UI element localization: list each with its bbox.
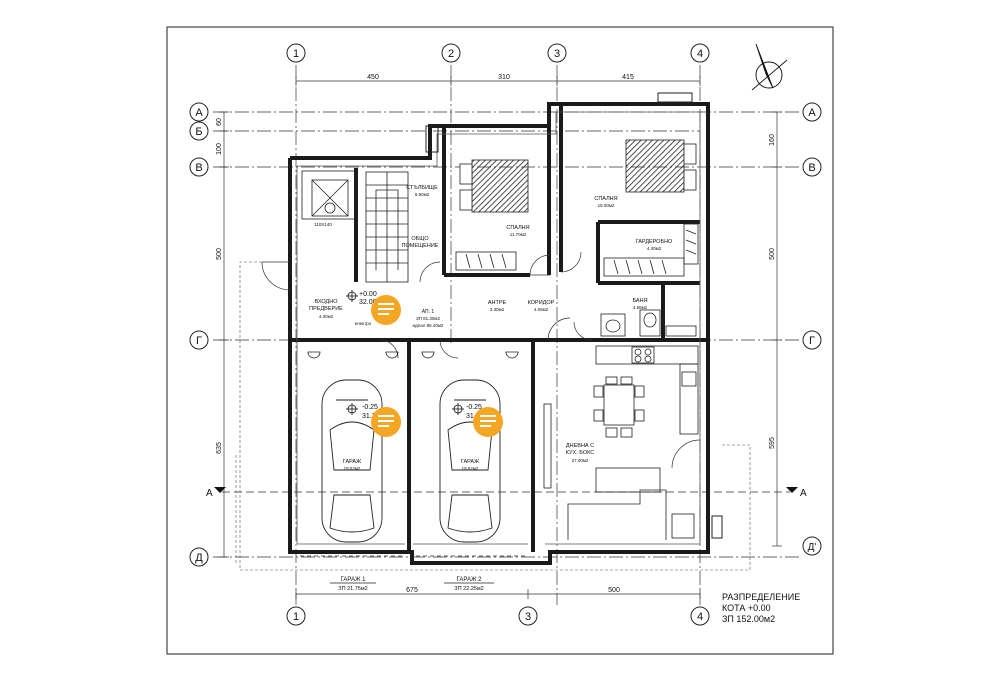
wardrobes: [455, 223, 699, 277]
axis-v-right: В: [808, 162, 815, 174]
car-garage1: [321, 379, 383, 543]
room-garage1-name: ГАРАЖ: [343, 459, 361, 465]
dim-bottom-1: 675: [406, 587, 418, 594]
elevator-size: 110Х140: [314, 222, 332, 227]
axis-b-left: Б: [195, 126, 202, 138]
door-swings: [261, 251, 701, 469]
kitchen-living-furniture: [543, 345, 699, 540]
axis-d2-right: Д': [808, 542, 817, 553]
dim-right-3: 595: [769, 437, 776, 449]
bed-bedroom1: [459, 159, 529, 213]
garage2-zp: ЗП 22.25м2: [454, 586, 483, 592]
north-arrow-icon: [751, 43, 788, 91]
room-bedroom1-area: 11.70м2: [510, 232, 527, 237]
dim-top-1: 450: [367, 74, 379, 81]
axis-4-top: 4: [697, 48, 703, 60]
bed-bedroom2: [625, 139, 697, 193]
sheet-frame: [166, 26, 834, 655]
room-bathroom-name: БАНЯ: [632, 298, 647, 304]
axis-d-left: Д: [195, 552, 203, 564]
dim-top-2: 310: [498, 74, 510, 81]
room-common-name: ОБЩО: [411, 236, 429, 242]
room-wardrobe-name: ГАРДЕРОБНО: [636, 239, 673, 245]
room-entry-name: ВХОДНО: [314, 299, 338, 305]
dim-right-2: 500: [769, 248, 776, 260]
side-axis-markers: [189, 102, 822, 567]
door-label-1: В80: [392, 337, 401, 342]
comment-pin-icon[interactable]: [473, 407, 503, 437]
room-common-name2: ПОМЕЩЕНИЕ: [402, 243, 439, 249]
section-mark-left: А: [206, 488, 213, 499]
level-entry: +0.00: [359, 291, 377, 298]
door-label-2: В80: [426, 337, 435, 342]
room-living-name2: КУХ. БОКС: [566, 450, 594, 456]
dim-left-4: 635: [216, 442, 223, 454]
apartment-label: АП. 1: [422, 309, 435, 315]
bathroom-fixtures: [600, 309, 697, 337]
dim-top-3: 415: [622, 74, 634, 81]
dimension-lines: [219, 76, 782, 599]
titleblock-line1: РАЗПРЕДЕЛЕНИЕ: [722, 592, 800, 602]
room-entry-area: 4.30м2: [319, 314, 334, 319]
room-bedroom2-name: СПАЛНЯ: [594, 196, 617, 202]
axis-a-left: А: [195, 107, 203, 119]
bottom-axis-markers: [286, 606, 710, 626]
dim-bottom-2: 500: [608, 587, 620, 594]
garage-lights: [307, 351, 519, 359]
dim-left-3: 500: [216, 248, 223, 260]
comment-pin-icon[interactable]: [371, 407, 401, 437]
garage1-zp: ЗП 21.75м2: [338, 586, 367, 592]
apartment-izp: идеал 85.40м2: [413, 323, 444, 328]
room-stairs-area: 6.90м2: [415, 192, 430, 197]
room-garage1-area: 19.52м2: [344, 466, 361, 471]
axis-g-right: Г: [809, 335, 815, 347]
dim-right-1: 160: [769, 134, 776, 146]
axis-3-bottom: 3: [525, 611, 531, 623]
comment-pin-icon[interactable]: [371, 295, 401, 325]
level-garage1-area: 31.75: [362, 413, 380, 420]
room-bedroom1-name: СПАЛНЯ: [506, 225, 529, 231]
room-hall-name: АНТРЕ: [488, 300, 507, 306]
section-mark-right: А: [800, 488, 807, 499]
stair-and-elevator: [301, 170, 409, 283]
axis-a-right: А: [808, 107, 816, 119]
apartment-zp: ЗП 81.30м2: [416, 316, 441, 321]
electro-label: електро: [355, 321, 372, 326]
level-marks: [346, 290, 464, 415]
room-entry-name2: ПРЕДВЕРИЕ: [309, 306, 343, 312]
axis-4-bottom: 4: [697, 611, 703, 623]
garage2-title: ГАРАЖ 2: [457, 577, 483, 583]
room-garage2-area: 19.52м2: [462, 466, 479, 471]
garage1-title: ГАРАЖ 1: [341, 577, 367, 583]
room-living-name: ДНЕВНА С: [566, 443, 594, 449]
axis-1-top: 1: [293, 48, 299, 60]
room-corridor-name: КОРИДОР: [528, 300, 555, 306]
room-stairs-name: СТЪЛБИЩЕ: [406, 185, 438, 191]
axis-3-top: 3: [554, 48, 560, 60]
room-bedroom2-area: 15.00м2: [598, 203, 615, 208]
axis-v-left: В: [195, 162, 202, 174]
titleblock-line2: КОТА +0.00: [722, 603, 771, 613]
dim-left-1: 60: [216, 118, 223, 126]
room-bathroom-area: 4.58м2: [633, 305, 648, 310]
section-cut-markers: [214, 487, 798, 493]
axis-2-top: 2: [448, 48, 454, 60]
site-contour: [235, 261, 751, 571]
room-hall-area: 3.30м2: [490, 307, 505, 312]
room-garage2-name: ГАРАЖ: [461, 459, 479, 465]
room-living-area: 27.00м2: [572, 458, 589, 463]
room-corridor-area: 4.06м2: [534, 307, 549, 312]
level-garage1: -0.25: [362, 404, 378, 411]
axis-1-bottom: 1: [293, 611, 299, 623]
axis-g-left: Г: [196, 335, 202, 347]
level-garage2: -0.25: [466, 404, 482, 411]
ac-units: [425, 92, 723, 539]
wall-inner-lines: [296, 111, 701, 545]
level-entry-area: 32.00: [359, 299, 377, 306]
top-axis-markers: [286, 43, 710, 63]
room-wardrobe-area: 4.40м2: [647, 246, 662, 251]
dim-left-2: 100: [216, 143, 223, 155]
titleblock-line3: ЗП 152.00м2: [722, 614, 775, 624]
